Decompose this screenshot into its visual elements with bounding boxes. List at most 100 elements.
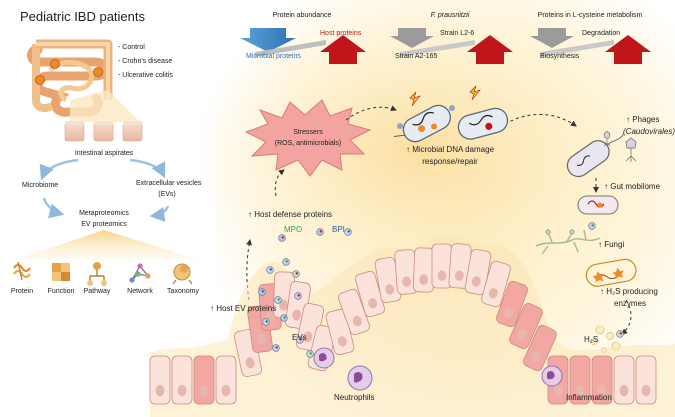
host-proteins-label: Host proteins xyxy=(320,30,362,37)
arrow-ev-to-defense xyxy=(246,239,252,301)
fprausnitzii-title: F. prausnitzii xyxy=(430,12,470,19)
h2s-enzymes-label: ↑ H₂S producing xyxy=(600,287,658,296)
vesicle-cargo xyxy=(261,290,264,293)
cell-nucleus xyxy=(199,384,209,397)
fungi-illustration xyxy=(535,229,601,255)
host-defense-label: ↑ Host defense proteins xyxy=(248,210,333,219)
phages-label: ↑ Phages xyxy=(626,115,660,124)
fungi-label: ↑ Fungi xyxy=(598,240,625,249)
protein-dot xyxy=(397,123,403,129)
neutrophil-icon xyxy=(541,365,563,387)
strain-l26-label: Strain L2-6 xyxy=(440,30,475,37)
cell-nucleus xyxy=(517,329,527,340)
analysis-function: Function xyxy=(47,288,75,295)
epithelial-cell xyxy=(481,260,511,308)
degradation-label: Degradation xyxy=(582,30,621,37)
taxonomy-icon xyxy=(172,263,193,285)
analysis-pathway: Pathway xyxy=(83,288,111,295)
vesicle-cargo xyxy=(619,332,622,335)
bpi-label: BPI xyxy=(332,225,345,234)
cell-nucleus xyxy=(256,333,266,345)
vesicle-cargo xyxy=(275,346,278,349)
arrow-to-evs xyxy=(129,158,166,179)
vesicle-cargo xyxy=(309,352,312,355)
mobilome-bacterium xyxy=(577,195,619,215)
epithelial-cell xyxy=(509,303,543,349)
damage-bolt-icon xyxy=(409,91,421,107)
vesicle-cargo xyxy=(269,268,272,271)
sample-tubes xyxy=(64,121,143,142)
fprausnitzii-panel xyxy=(390,28,513,64)
pathway-icon xyxy=(87,262,107,286)
dna-damage-label-2: response/repair xyxy=(422,157,478,166)
mpo-label: MPO xyxy=(284,225,303,234)
cell-nucleus xyxy=(437,270,447,281)
epithelial-cell xyxy=(215,355,237,405)
cohort-crohns: - Crohn's disease xyxy=(118,58,173,65)
vesicle-cargo xyxy=(319,230,322,233)
cell-nucleus xyxy=(553,384,563,397)
cell-nucleus xyxy=(279,299,289,311)
epithelial-cell xyxy=(523,325,557,371)
stressers-label: Stressers xyxy=(293,129,323,136)
inflammation-label: Inflammation xyxy=(566,393,612,402)
function-icon xyxy=(52,263,70,281)
arrow-to-microbiome xyxy=(39,158,79,181)
cell-nucleus xyxy=(471,276,481,287)
abundance-panel xyxy=(240,28,366,64)
ev-label: Extracellular vesicles xyxy=(136,180,202,187)
cysteine-title: Proteins in L-cysteine metabolism xyxy=(537,12,643,19)
arrow-enzymes-to-h2s xyxy=(621,299,632,335)
cohort-uc: - Ulcerative colitis xyxy=(118,72,173,79)
dna-damage-label: ↑ Microbial DNA damage xyxy=(405,145,495,154)
arrow-defense-to-stressers xyxy=(274,169,285,197)
epithelial-cell xyxy=(413,247,435,293)
strain-a2165-label: Strain A2-165 xyxy=(395,53,438,60)
protein-dot xyxy=(449,105,455,111)
abundance-title: Protein abundance xyxy=(272,12,332,19)
cell-nucleus xyxy=(575,384,585,397)
cell-nucleus xyxy=(303,331,313,343)
cell-nucleus xyxy=(419,274,429,285)
sampling-fan xyxy=(70,90,140,122)
cell-nucleus xyxy=(641,384,651,397)
cell-nucleus xyxy=(619,384,629,397)
cell-nucleus xyxy=(504,307,514,319)
arrow-bacteria-to-phages xyxy=(504,113,577,127)
epithelial-cell xyxy=(569,355,591,405)
ev-label-abbr: (EVs) xyxy=(158,191,176,198)
vesicle-cargo xyxy=(591,224,594,227)
cell-nucleus xyxy=(177,384,187,397)
metaproteomics-label: Metaproteomics xyxy=(79,210,129,217)
analysis-taxonomy: Taxonomy xyxy=(167,288,199,295)
cell-nucleus xyxy=(402,276,412,287)
h2s-bacterium xyxy=(585,258,637,287)
arrow-microbiome-to-proteomics xyxy=(42,197,65,219)
epithelial-cell xyxy=(171,355,193,405)
neutrophil-icon xyxy=(313,347,335,369)
ev-particles xyxy=(258,222,624,358)
cell-nucleus xyxy=(245,357,255,369)
vesicle-cargo xyxy=(297,294,300,297)
analysis-fan xyxy=(14,230,200,260)
epithelial-cell xyxy=(635,355,657,405)
damage-bolt-icon xyxy=(469,85,481,101)
cell-nucleus xyxy=(454,270,464,281)
stressers-burst xyxy=(244,99,372,177)
bacterium-right xyxy=(457,107,509,140)
page-title: Pediatric IBD patients xyxy=(20,9,146,24)
h2s-enzymes-label-2: enzymes xyxy=(614,299,647,308)
phage-icon xyxy=(603,130,611,147)
cell-nucleus xyxy=(337,336,347,347)
analysis-network: Network xyxy=(127,288,153,295)
neutrophil-icon xyxy=(347,365,373,391)
bacterium-left xyxy=(394,104,452,143)
host-ev-label: ↑ Host EV proteins xyxy=(210,304,277,313)
cell-nucleus xyxy=(488,288,498,299)
center-glow xyxy=(190,0,650,300)
cell-nucleus xyxy=(531,351,541,362)
protein-icon xyxy=(13,261,31,281)
cell-nucleus xyxy=(385,284,395,295)
